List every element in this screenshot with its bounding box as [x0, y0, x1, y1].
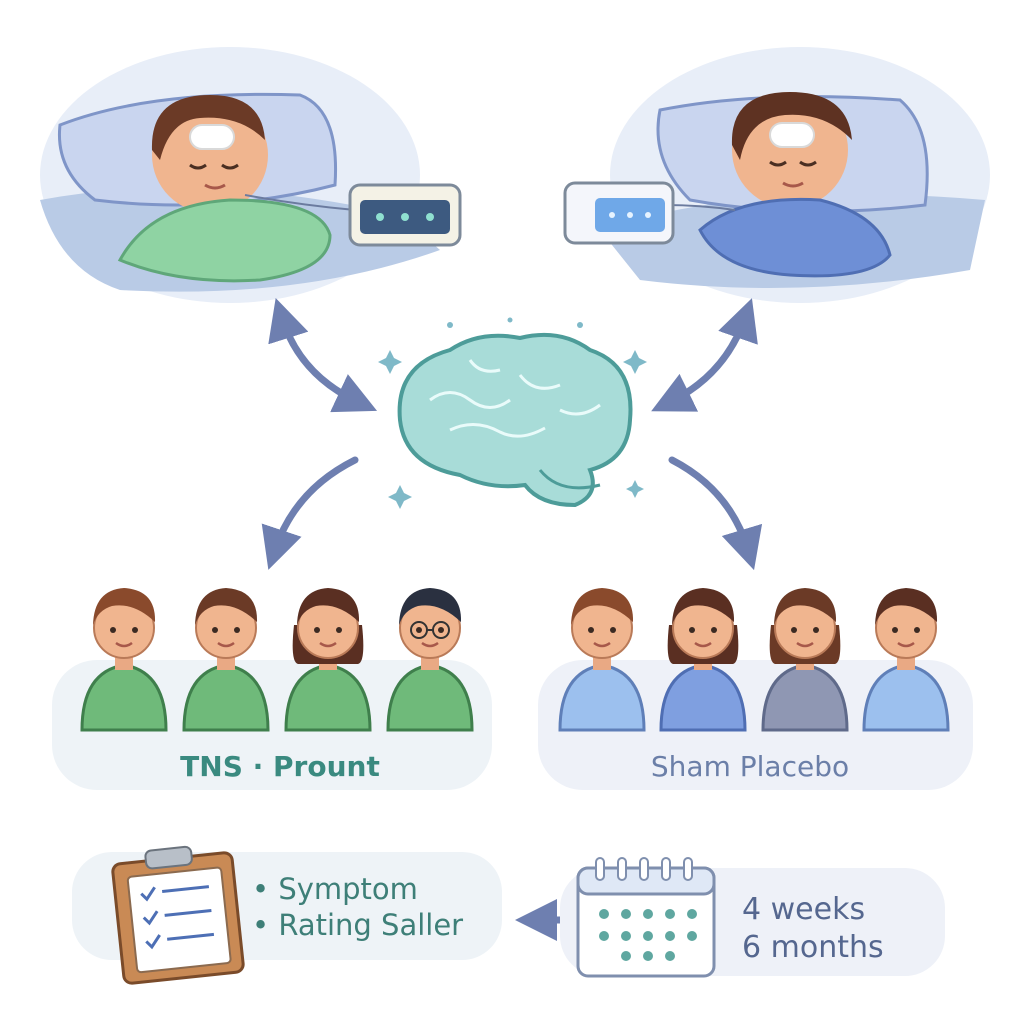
- participant-figure: [659, 588, 747, 732]
- stimulator-device-icon: [563, 181, 675, 245]
- checklist-clipboard-icon: [111, 845, 245, 985]
- participant-figure: [284, 588, 372, 732]
- brain-icon: [397, 332, 633, 508]
- participant-figure: [80, 588, 168, 732]
- sham-group-panel: [538, 660, 973, 790]
- participant-figure: [761, 588, 849, 732]
- participant-figure: [862, 588, 950, 732]
- arrow-brain-to-tns: [261, 456, 359, 570]
- tns-group-label: TNS · Prount: [180, 750, 380, 783]
- arrow-tns-to-brain: [268, 297, 378, 413]
- sham-group-label: Sham Placebo: [650, 750, 850, 783]
- tns-group-panel: [52, 660, 492, 790]
- tns-participants: [80, 588, 474, 732]
- participant-figure: [182, 588, 270, 732]
- timepoint-1: 4 weeks: [742, 892, 866, 927]
- outcome-line-1: • Symptom: [252, 872, 418, 906]
- stimulator-device-icon: [348, 183, 462, 247]
- arrow-sham-to-brain: [651, 298, 758, 412]
- sleeping-child-tns: [40, 47, 462, 303]
- participant-figure: [386, 588, 474, 732]
- flow-arrows: [261, 297, 763, 941]
- sparkles: [378, 317, 647, 509]
- sleeping-child-sham: [563, 47, 990, 303]
- arrow-brain-to-sham: [668, 456, 763, 571]
- sham-participants: [558, 588, 950, 732]
- participant-figure: [558, 588, 646, 732]
- calendar-icon: [576, 857, 716, 978]
- outcome-line-2: • Rating Saller: [252, 908, 464, 942]
- timepoint-2: 6 months: [742, 930, 884, 965]
